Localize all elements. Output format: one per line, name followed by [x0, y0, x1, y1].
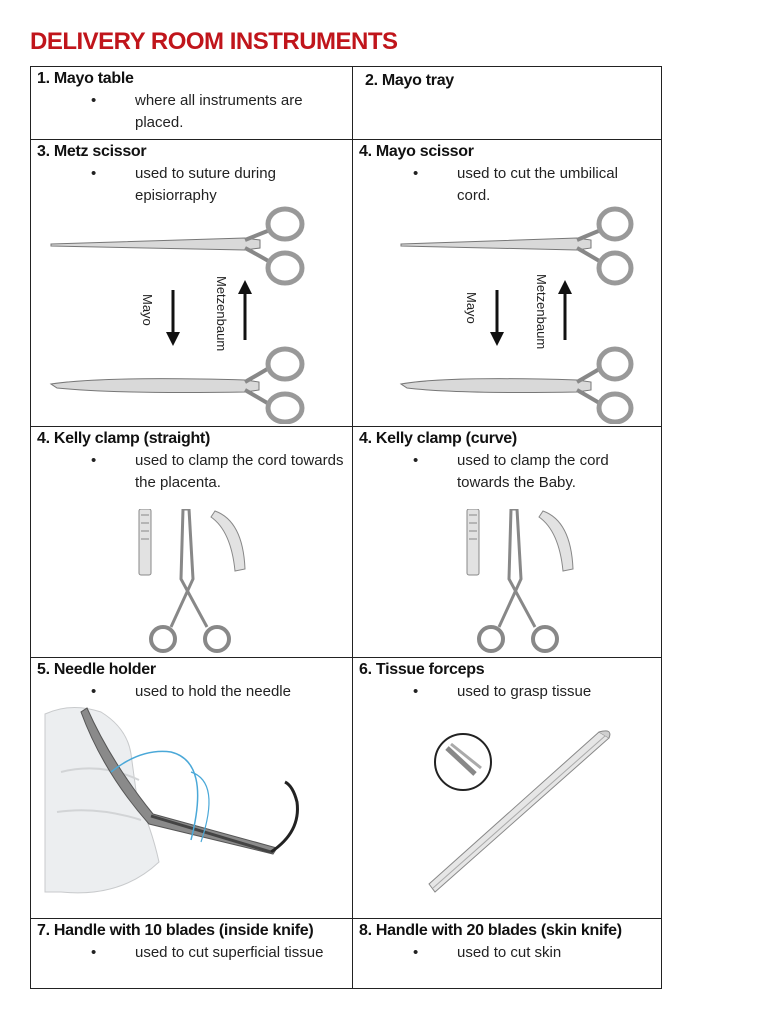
suture-needle-icon [110, 750, 299, 854]
cell-heading: 8. Handle with 20 blades (skin knife) [359, 922, 622, 939]
table-row: 3. Metz scissor • used to suture during … [30, 139, 662, 427]
cell-heading: 2. Mayo tray [365, 72, 454, 89]
arrow-down-icon [490, 290, 504, 346]
instrument-table: 1. Mayo table • where all instruments ar… [30, 66, 662, 989]
cell-needle-holder: 5. Needle holder • used to hold the need… [30, 657, 353, 919]
curved-clamp-icon [477, 509, 559, 653]
arrow-up-icon [238, 280, 252, 340]
bullet-icon: • [413, 944, 419, 961]
jaw-detail-icon [466, 509, 574, 576]
needle-holder-icon [80, 707, 278, 855]
cell-mayo-tray: 2. Mayo tray [352, 66, 662, 140]
cell-mayo-scissor: 4. Mayo scissor • used to cut the umbili… [352, 139, 662, 427]
cell-description: • where all instruments are placed. [91, 92, 303, 131]
cell-description: • used to cut superficial tissue [32, 942, 352, 964]
cell-kelly-clamp-curve: 4. Kelly clamp (curve) • used to clamp t… [352, 426, 662, 658]
bullet-icon: • [413, 452, 419, 469]
cell-description: • used to hold the needle [32, 681, 352, 703]
cell-description: • used to grasp tissue [354, 681, 661, 703]
curved-scissor-icon [399, 346, 634, 424]
mayo-label: Mayo [140, 294, 155, 326]
cell-description: • used to clamp the cord towards the pla… [91, 452, 344, 491]
straight-clamp-icon [149, 509, 231, 653]
cell-description: • used to suture during episiorraphy [91, 165, 276, 204]
table-row: 4. Kelly clamp (straight) • used to clam… [30, 426, 662, 658]
forceps-tip-magnifier-icon [434, 733, 492, 791]
curved-scissor-icon [49, 346, 305, 424]
bullet-icon: • [413, 683, 419, 700]
jaw-detail-icon [138, 509, 246, 576]
scissors-comparison-illustration: Mayo Metzenbaum [399, 206, 634, 424]
cell-kelly-clamp-straight: 4. Kelly clamp (straight) • used to clam… [30, 426, 353, 658]
metzenbaum-label: Metzenbaum [214, 276, 229, 351]
cell-heading: 4. Mayo scissor [359, 143, 474, 160]
bullet-icon: • [91, 944, 97, 961]
bullet-icon: • [91, 92, 97, 109]
cell-mayo-table: 1. Mayo table • where all instruments ar… [30, 66, 353, 140]
table-row: 5. Needle holder • used to hold the need… [30, 657, 662, 919]
cell-description: • used to cut the umbilical cord. [413, 165, 618, 204]
tissue-forceps-icon [428, 730, 611, 893]
cell-heading: 7. Handle with 10 blades (inside knife) [37, 922, 314, 939]
straight-scissor-icon [50, 206, 305, 286]
needle-holder-photo [44, 707, 299, 894]
arrow-up-icon [558, 280, 572, 340]
table-row: 1. Mayo table • where all instruments ar… [30, 66, 662, 140]
document-title: DELIVERY ROOM INSTRUMENTS [30, 28, 398, 55]
cell-handle-20-blades: 8. Handle with 20 blades (skin knife) • … [352, 918, 662, 989]
mayo-label: Mayo [464, 292, 479, 324]
cell-description: • used to cut skin [354, 942, 661, 964]
cell-heading: 4. Kelly clamp (straight) [37, 430, 210, 447]
kelly-clamp-illustration [138, 509, 246, 653]
gloved-hand-icon [44, 707, 160, 894]
bullet-icon: • [91, 165, 97, 182]
bullet-icon: • [91, 452, 97, 469]
cell-heading: 4. Kelly clamp (curve) [359, 430, 517, 447]
cell-heading: 1. Mayo table [37, 70, 134, 87]
cell-tissue-forceps: 6. Tissue forceps • used to grasp tissue [352, 657, 662, 919]
scissors-comparison-illustration: Mayo Metzenbaum [49, 206, 305, 424]
cell-heading: 5. Needle holder [37, 661, 156, 678]
cell-handle-10-blades: 7. Handle with 10 blades (inside knife) … [30, 918, 353, 989]
bullet-icon: • [91, 683, 97, 700]
tissue-forceps-illustration [428, 730, 611, 893]
cell-heading: 3. Metz scissor [37, 143, 147, 160]
bullet-icon: • [413, 165, 419, 182]
arrow-down-icon [166, 290, 180, 346]
metzenbaum-label: Metzenbaum [534, 274, 549, 349]
cell-description: • used to clamp the cord towards the Bab… [413, 452, 609, 491]
cell-metz-scissor: 3. Metz scissor • used to suture during … [30, 139, 353, 427]
cell-heading: 6. Tissue forceps [359, 661, 485, 678]
straight-scissor-icon [400, 206, 634, 286]
table-row: 7. Handle with 10 blades (inside knife) … [30, 918, 662, 989]
kelly-clamp-illustration [466, 509, 574, 653]
